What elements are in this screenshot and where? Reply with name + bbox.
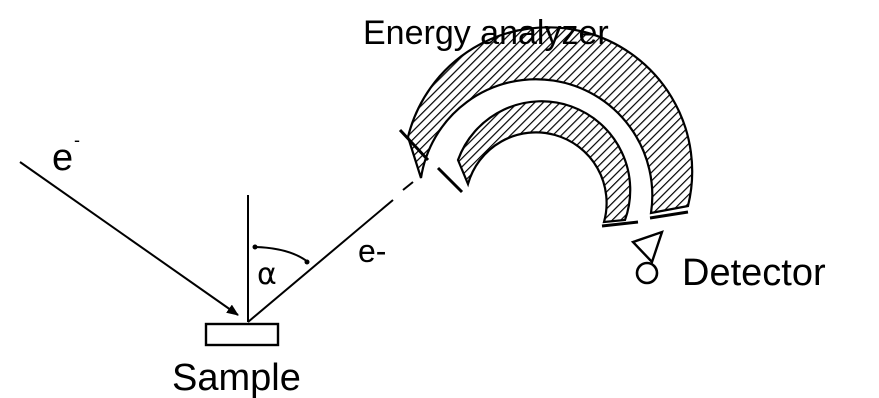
analyzer-inner-electrode xyxy=(456,100,632,224)
detector-body xyxy=(635,261,659,285)
angle-arc-dot-left xyxy=(252,244,258,250)
incident-electron-label: e xyxy=(52,137,73,179)
incident-electron-superscript: - xyxy=(74,130,80,150)
analyzer-outer-electrode xyxy=(406,26,694,215)
emitted-electron-path xyxy=(247,199,394,323)
angle-arc xyxy=(254,246,309,263)
entrance-slit-upper xyxy=(398,128,430,162)
emitted-electron-path-dash xyxy=(402,181,414,191)
sample-label: Sample xyxy=(172,357,301,398)
entrance-slit-lower xyxy=(436,166,464,194)
exit-slit-left xyxy=(601,220,639,228)
angle-arc-dot-right xyxy=(304,259,310,265)
detector-label: Detector xyxy=(682,252,826,294)
detector-funnel xyxy=(630,230,664,265)
energy-analyzer-label: Energy analyzer xyxy=(363,14,609,52)
emitted-electron-label: e- xyxy=(358,233,386,269)
angle-alpha-label: α xyxy=(257,257,277,292)
exit-slit-right xyxy=(649,210,689,220)
incident-beam-arrow xyxy=(19,161,239,316)
sample-block xyxy=(204,322,280,347)
